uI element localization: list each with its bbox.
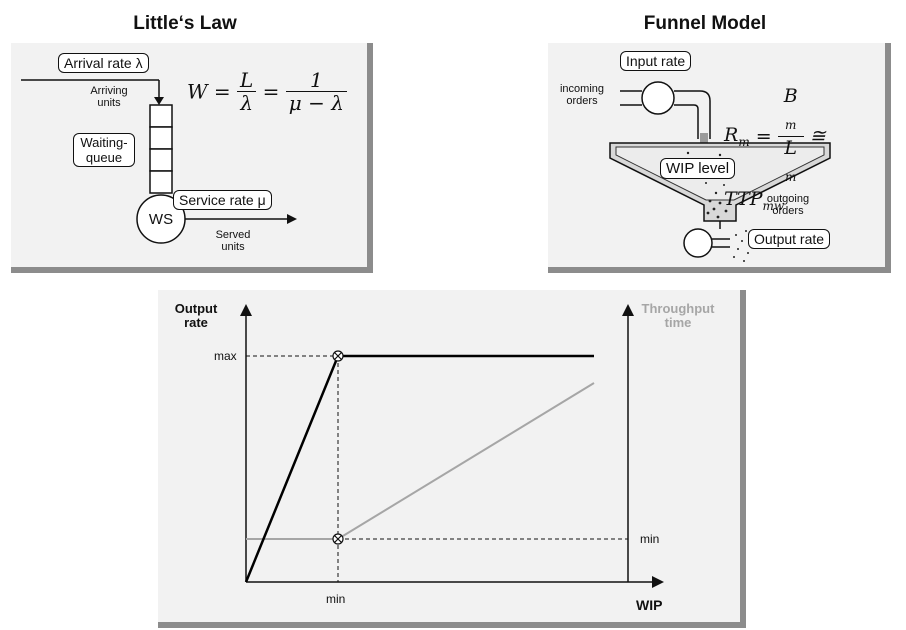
service-rate-box: Service rate μ: [173, 190, 272, 210]
littles-law-panel: Arrival rate λ Arriving units Waiting-qu…: [11, 43, 373, 273]
formula-r: Rm: [724, 123, 750, 149]
incoming-orders-label: incoming orders: [559, 83, 605, 107]
formula-ttp: ≅ TTPmw: [724, 125, 826, 213]
frac2-den: μ − λ: [288, 91, 344, 115]
formula-eq: =: [755, 125, 772, 148]
littles-law-formula: W = L λ = 1 μ − λ: [187, 69, 347, 114]
input-rate-box: Input rate: [620, 51, 692, 71]
chart-svg: [240, 304, 664, 588]
served-units-label: Served units: [215, 229, 251, 253]
max-marker: [332, 350, 344, 362]
y-right-label: Throughput time: [641, 301, 715, 330]
min-right-label: min: [640, 532, 660, 546]
formula-eq: =: [262, 79, 280, 104]
frac1-den: λ: [240, 91, 254, 115]
formula-frac-l-lambda: L λ: [237, 69, 257, 115]
formula-frac-mu: 1 μ − λ: [285, 69, 347, 115]
frac1-num: L: [237, 69, 257, 92]
wip-level-box: WIP level: [660, 158, 736, 179]
littles-law-title: Little‘s Law: [133, 13, 237, 34]
waiting-queue-box: Waiting-queue: [73, 133, 135, 167]
arrival-rate-box: Arrival rate λ: [58, 53, 149, 73]
outgoing-orders-label: outgoing orders: [766, 193, 810, 217]
frac2-num: 1: [285, 69, 347, 92]
output-rate-box: Output rate: [748, 229, 831, 249]
x-axis-label: WIP: [636, 597, 663, 613]
min-x-label: min: [326, 592, 346, 606]
max-label: max: [214, 349, 237, 363]
chart-panel: Output rate Throughput time max min min …: [158, 290, 746, 628]
littles-law-drawing: [21, 79, 297, 244]
min-marker: [332, 533, 344, 545]
funnel-model-title: Funnel Model: [643, 13, 767, 34]
y-left-label: Output rate: [174, 301, 218, 330]
arriving-units-label: Arriving units: [90, 85, 128, 109]
throughput-time-curve: [246, 382, 595, 540]
output-rate-curve: [244, 354, 594, 583]
ws-label: WS: [148, 211, 174, 228]
formula-lhs: W =: [187, 79, 231, 104]
funnel-model-panel: Input rate incoming orders WIP level out…: [548, 43, 891, 273]
